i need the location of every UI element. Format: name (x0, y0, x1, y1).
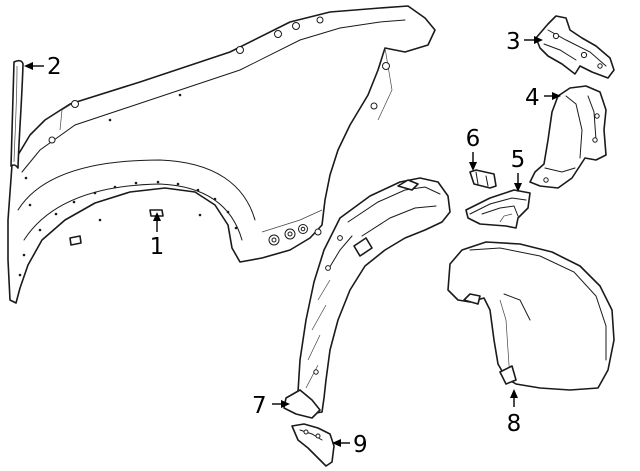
callout-4-arrowhead (552, 92, 561, 100)
callout-7-number: 7 (252, 393, 267, 419)
callout-6-arrowhead (469, 162, 477, 171)
callout-1: 1 (150, 212, 165, 260)
callout-9: 9 (332, 432, 368, 458)
callout-1-number: 1 (150, 234, 165, 260)
bracket-part-3 (535, 15, 615, 79)
clip-part-6 (469, 169, 497, 189)
callout-9-number: 9 (353, 432, 368, 458)
callout-7: 7 (252, 393, 290, 419)
callout-2-number: 2 (47, 54, 62, 80)
duct-part-5 (465, 189, 531, 229)
callout-2: 2 (24, 54, 62, 80)
rear-liner-part-8 (447, 241, 615, 391)
callout-5-number: 5 (511, 147, 526, 173)
callout-8: 8 (507, 389, 522, 437)
callout-3-arrowhead (534, 36, 543, 44)
callout-3: 3 (506, 29, 543, 55)
quarter-panel-part-1 (7, 5, 436, 304)
callout-6-number: 6 (466, 126, 481, 152)
trim-strip-part-2 (10, 59, 24, 169)
callout-4-number: 4 (525, 85, 540, 111)
callout-5: 5 (511, 147, 526, 192)
callout-7-arrowhead (281, 400, 290, 408)
callout-2-arrowhead (24, 62, 33, 70)
callout-5-arrowhead (514, 183, 522, 192)
callout-6: 6 (466, 126, 481, 171)
splash-shield-part-9 (291, 423, 335, 467)
fender-liner-part-7 (283, 177, 451, 419)
callout-8-arrowhead (510, 389, 518, 398)
callout-1-arrowhead (153, 212, 161, 221)
callout-8-number: 8 (507, 411, 522, 437)
callout-9-arrowhead (332, 439, 341, 447)
callout-3-number: 3 (506, 29, 521, 55)
callout-4: 4 (525, 85, 561, 111)
housing-part-4 (529, 85, 607, 189)
